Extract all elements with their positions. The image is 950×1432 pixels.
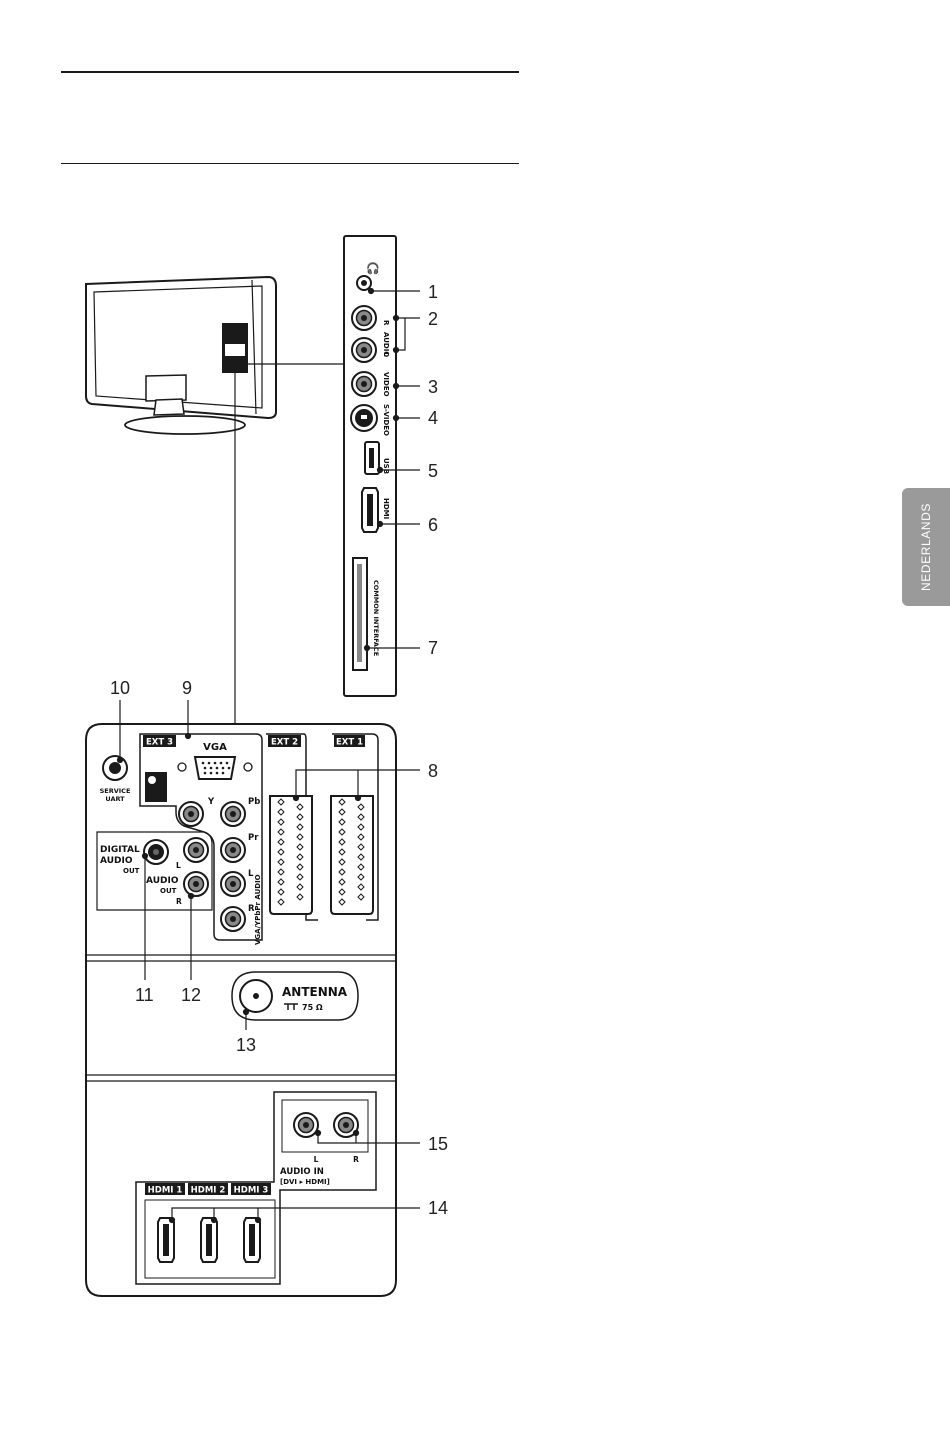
pb-label: Pb <box>248 797 260 807</box>
callout-13: 13 <box>236 1035 256 1055</box>
callout-6: 6 <box>428 515 438 535</box>
antenna-ohm-label: 75 Ω <box>302 1003 323 1012</box>
audio-out-out-label: OUT <box>160 887 177 895</box>
service-label-1: SERVICE <box>100 787 131 795</box>
callout-12: 12 <box>181 985 201 1005</box>
rear-panel: SERVICE UART EXT 3 VGA Y Pb Pr L R VGA/Y… <box>86 724 396 1296</box>
side-ci-label: COMMON INTERFACE <box>372 580 380 656</box>
side-panel: 🎧 R AUDIO L VIDEO S-VIDEO USB HDMI COMMO… <box>344 236 396 696</box>
pr-label: Pr <box>248 833 259 843</box>
ext1-label: EXT 1 <box>336 738 363 748</box>
audio-out-label: AUDIO <box>146 876 179 886</box>
hdmi2-label: HDMI 2 <box>191 1186 226 1196</box>
callout-7: 7 <box>428 638 438 658</box>
callout-4: 4 <box>428 408 438 428</box>
callout-10: 10 <box>110 678 130 698</box>
tv-rear-illustration <box>86 277 344 724</box>
callout-14: 14 <box>428 1198 448 1218</box>
vga-ypbpr-audio-label: VGA/YPbPr AUDIO <box>254 874 262 945</box>
callout-3: 3 <box>428 377 438 397</box>
callout-9: 9 <box>182 678 192 698</box>
side-video-label: VIDEO <box>382 372 390 397</box>
digital-label: DIGITAL <box>100 845 140 855</box>
vga-label: VGA <box>203 742 227 753</box>
side-svideo-label: S-VIDEO <box>382 404 390 436</box>
ext2-label: EXT 2 <box>271 738 298 748</box>
audio-in-label: AUDIO IN <box>280 1167 324 1177</box>
side-hdmi-label: HDMI <box>382 498 390 519</box>
audio-out-l-label: L <box>176 861 181 870</box>
digital-audio-label: AUDIO <box>100 856 133 866</box>
side-audio-r-label: R <box>382 320 390 326</box>
callout-15: 15 <box>428 1134 448 1154</box>
callout-11: 11 <box>135 985 154 1005</box>
svg-text:🎧: 🎧 <box>366 262 380 275</box>
audio-in-l-label: L <box>314 1155 319 1164</box>
audio-out-r-label: R <box>176 897 182 906</box>
service-label-2: UART <box>105 795 125 803</box>
audio-in-r-label: R <box>353 1155 359 1164</box>
hdmi3-label: HDMI 3 <box>234 1186 269 1196</box>
dvi-hdmi-label: [DVI ▸ HDMI] <box>280 1178 330 1186</box>
hdmi1-label: HDMI 1 <box>148 1186 183 1196</box>
side-usb-label: USB <box>382 458 390 474</box>
side-audio-l-label: L <box>382 352 390 357</box>
antenna-label: ANTENNA <box>282 985 348 999</box>
callout-5: 5 <box>428 461 438 481</box>
y-label: Y <box>207 797 215 807</box>
digital-out-label: OUT <box>123 867 140 875</box>
callout-8: 8 <box>428 761 438 781</box>
callout-1: 1 <box>428 282 438 302</box>
ext3-label: EXT 3 <box>146 738 173 748</box>
callout-2: 2 <box>428 309 438 329</box>
